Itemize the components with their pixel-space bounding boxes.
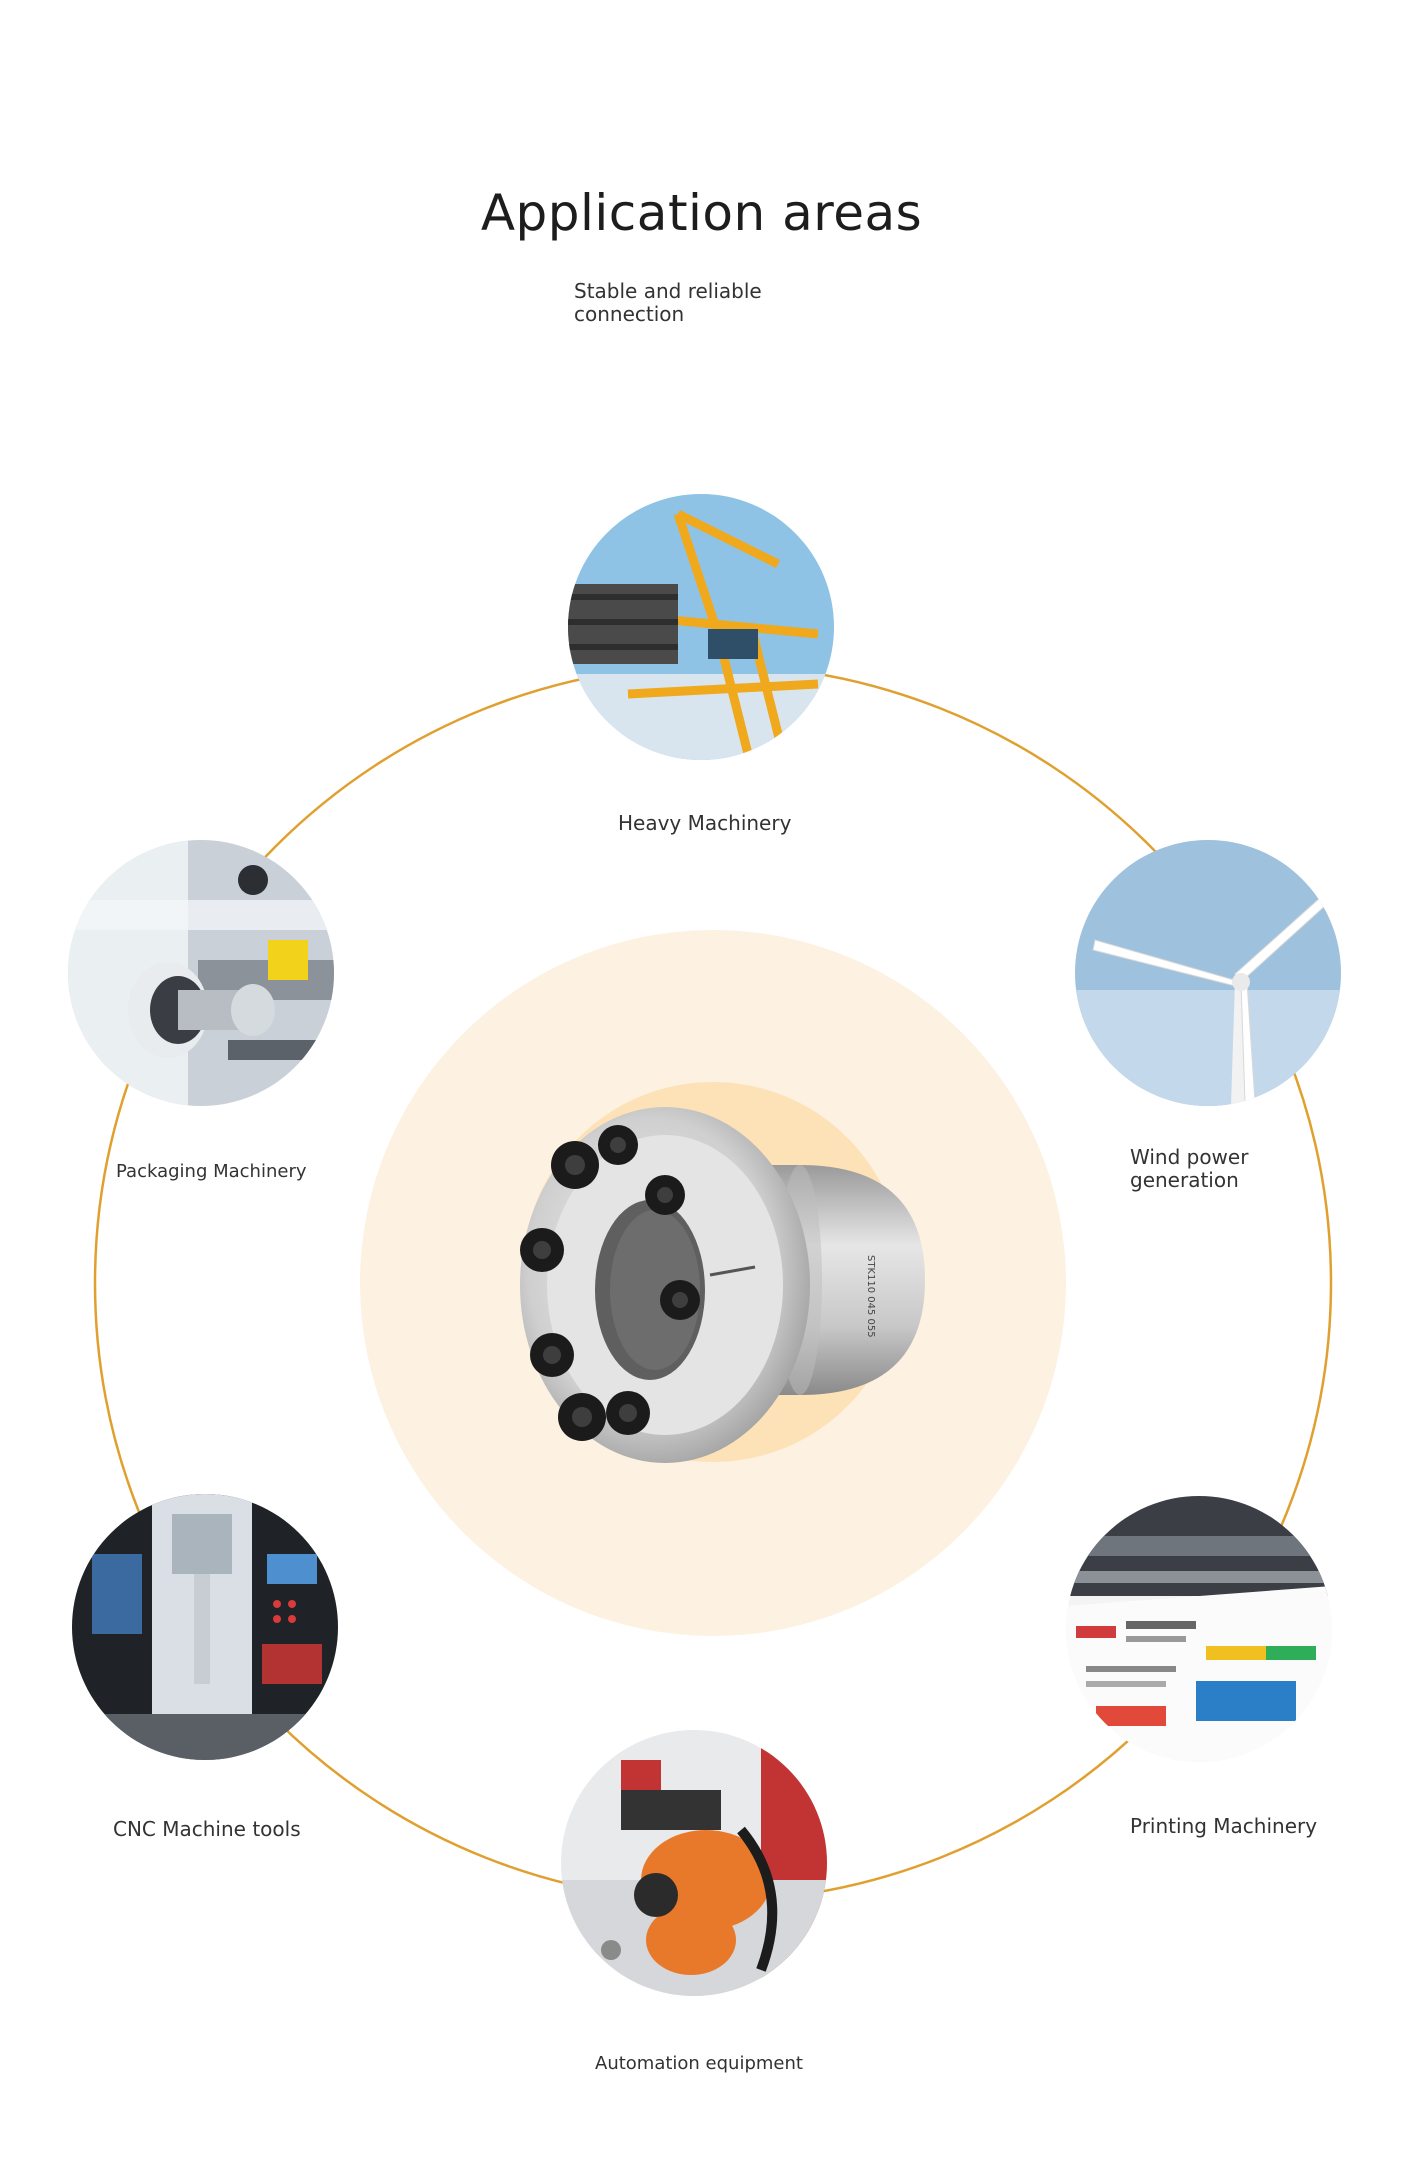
label-packaging-machinery: Packaging Machinery	[116, 1161, 307, 1182]
label-printing-machinery: Printing Machinery	[1130, 1814, 1318, 1838]
label-cnc-machine-tools: CNC Machine tools	[113, 1817, 301, 1841]
label-automation-equipment: Automation equipment	[595, 2053, 803, 2074]
label-heavy-machinery: Heavy Machinery	[618, 811, 792, 835]
label-wind-power: Wind power generation	[1130, 1145, 1249, 1192]
cnc-machine-icon	[72, 1494, 338, 1760]
application-printing-machinery	[1066, 1496, 1332, 1762]
packaging-roller-icon	[68, 840, 334, 1106]
application-heavy-machinery	[568, 494, 834, 760]
page-title: Application areas	[480, 183, 923, 242]
application-wind-power	[1075, 840, 1341, 1106]
printing-press-icon	[1066, 1496, 1332, 1762]
product-marking: STK110 045 055	[865, 1255, 876, 1338]
application-cnc-machine-tools	[72, 1494, 338, 1760]
wind-turbine-icon	[1075, 840, 1341, 1106]
locking-assembly-icon: STK110 045 055	[520, 1107, 925, 1463]
industrial-robot-icon	[561, 1730, 827, 1996]
application-automation-equipment	[561, 1730, 827, 1996]
application-packaging-machinery	[68, 840, 334, 1106]
crane-icon	[568, 494, 834, 760]
page-subtitle: Stable and reliable connection	[574, 279, 762, 326]
